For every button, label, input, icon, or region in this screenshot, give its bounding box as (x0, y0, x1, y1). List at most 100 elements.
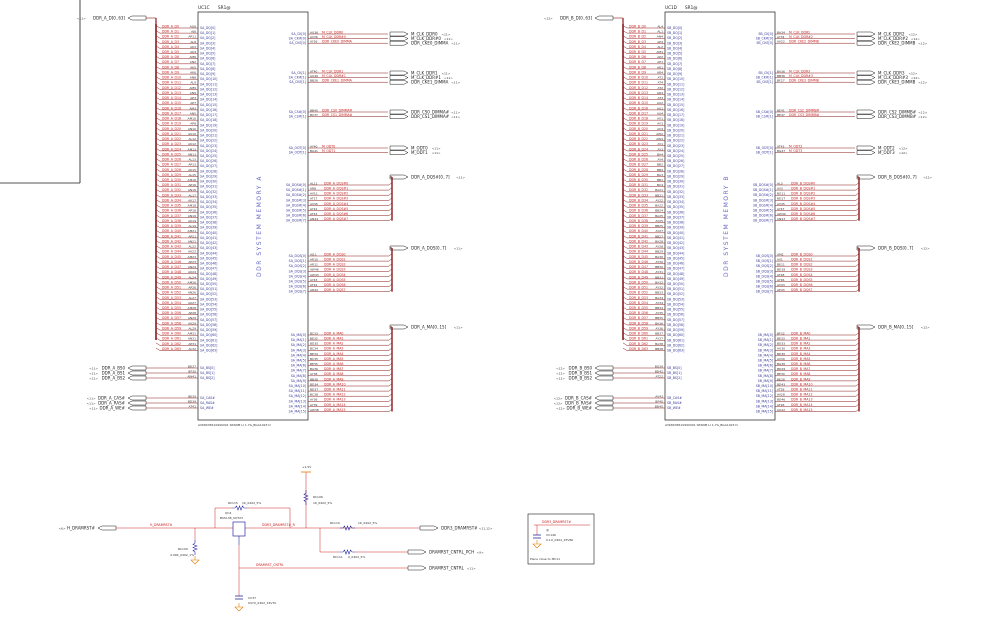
dq-net: DDR_B_D43 (629, 245, 648, 249)
dq-pin-number: AK3 (190, 45, 196, 49)
odt-1-port-label: M_ODT3 (878, 150, 895, 155)
dq-net: DDR_B_D35 (629, 204, 648, 208)
address-net: DDR_B_MA13 (791, 398, 813, 402)
dq-bus-entry (622, 66, 628, 70)
dq-pin-label: SB_DQ[25] (667, 154, 684, 158)
dq-net: DDR_B_D6 (629, 55, 646, 59)
dq-bus-entry (622, 271, 628, 274)
dqs-n-pin-label: SA_DQS#[3] (286, 198, 306, 202)
dq-pin-number: AK19 (188, 219, 196, 223)
rc111-ref: RC111 (333, 555, 343, 559)
dq-bus-entry (155, 25, 161, 29)
bus-in-port (594, 15, 614, 21)
dq-pin-number: AN24 (188, 265, 196, 269)
command-pin-label: SA_CAS# (200, 396, 215, 400)
dq-pin-number: AR3 (657, 91, 663, 95)
dq-bus-entry (155, 86, 161, 90)
dq-net: DDR_B_D32 (629, 188, 648, 192)
dq-pin-number: BB21 (655, 193, 663, 197)
dq-pin-label: SA_DQ[11] (200, 82, 217, 86)
odt-0-port-label: M_ODT0 (411, 145, 428, 150)
address-pin-label: SA_MA[3] (291, 348, 306, 352)
dq-bus-entry (155, 137, 161, 141)
dq-bus-entry (622, 76, 628, 80)
dq-pin-label: SA_DQ[35] (200, 205, 217, 209)
dq-pin-label: SA_DQ[18] (200, 118, 217, 122)
chip-select-pin-label: SB_CS#[1] (756, 115, 773, 119)
dqs-n-pin-label: SB_DQS#[2] (753, 193, 773, 197)
dq-pin-number: AP31 (188, 342, 196, 346)
dq-bus-entry (155, 189, 161, 193)
dqs-p-pin-number: AV1 (777, 258, 783, 262)
odt-0-port-tag: <12> (899, 146, 908, 150)
command-2-port (594, 405, 614, 411)
dq-pin-label: SB_DQ[6] (667, 57, 682, 61)
dq-bus-entry (155, 71, 161, 75)
dq-pin-label: SB_DQ[50] (667, 282, 684, 286)
dq-pin-label: SA_DQ[14] (200, 98, 217, 102)
dq-bus-entry (622, 199, 628, 203)
clock1-0-port (389, 70, 409, 76)
dq-bus-entry (155, 230, 161, 234)
bank-select-0-port (594, 365, 614, 371)
bank-select-1-port-label: DDR_A_BS1 (102, 370, 126, 375)
address-pin-label: SB_MA[2] (758, 343, 773, 347)
dq-pin-number: AY22 (656, 198, 664, 202)
dq-pin-number: AP28 (188, 311, 196, 315)
odt-pin-label: SB_ODT[1] (756, 151, 773, 155)
dq-bus-entry (622, 91, 628, 95)
dqs-p-pin-number: AJ11 (310, 252, 317, 256)
address-net: DDR_B_MA7 (791, 367, 810, 371)
chip-select-net: DDR_CS0_DIMMA# (322, 108, 353, 112)
bank-select-pin-label: SB_BS[1] (667, 371, 681, 375)
dq-pin-label: SB_DQ[40] (667, 231, 684, 235)
clock0-1-port (389, 36, 409, 41)
dq-bus-entry (155, 250, 161, 254)
cc37-ref: CC37 (248, 596, 256, 600)
dqs-n-net: DDR_A_DQS#0 (324, 181, 348, 185)
dqs-n-pin-label: SA_DQS#[0] (286, 183, 306, 187)
dq-bus-entry (155, 306, 161, 310)
command-1-port-label: DDR_B_RAS# (565, 400, 593, 405)
dq-pin-number: BB35 (655, 316, 663, 320)
address-pin-label: SA_MA[2] (291, 343, 306, 347)
bank-select-2-port-label: DDR_B_BS2 (569, 375, 593, 380)
dq-net: DDR_A_D59 (162, 326, 181, 330)
address-pin-label: SB_MA[0] (758, 333, 773, 337)
address-pin-label: SB_MA[7] (758, 369, 773, 373)
dq-pin-number: AP2 (657, 55, 663, 59)
ddr-reset-net: DDR3_DRAMRST#_R (262, 523, 296, 527)
dqs-n-pin-label: SA_DQS#[6] (286, 214, 306, 218)
dq-bus-entry (622, 286, 628, 290)
dq-bus-entry (622, 61, 628, 65)
cc146-mark: @ (546, 528, 549, 532)
bank-select-pin-number: AW41 (187, 374, 196, 378)
dqs-n-port (389, 174, 409, 180)
dq-bus-entry (622, 194, 628, 198)
dqs-p-net: DDR_A_DQS6 (324, 283, 346, 287)
command-pin-number: BD39 (188, 399, 196, 403)
address-pin-label: SA_MA[12] (289, 394, 306, 398)
dq-pin-number: BB24 (655, 209, 663, 213)
dq-pin-number: AN21 (188, 239, 196, 243)
dq-net: DDR_A_D48 (162, 270, 181, 274)
dq-pin-number: AP11 (188, 35, 196, 39)
dqs-p-pin-number: AY43 (310, 278, 318, 282)
odt-0-port-tag: <11> (432, 146, 441, 150)
command-1-port-label: DDR_A_RAS# (98, 400, 126, 405)
clock1-net: M_CLK_DDR#3 (789, 74, 813, 78)
dq-bus-entry (622, 112, 628, 116)
dq-net: DDR_A_D3 (162, 40, 179, 44)
dq-pin-number: BB37 (655, 332, 663, 336)
dq-net: DDR_B_D30 (629, 178, 648, 182)
dq-pin-number: AN5 (190, 111, 196, 115)
address-pin-number: AY39 (310, 403, 318, 407)
dqs-n-pin-number: AR8 (310, 187, 316, 191)
address-pin-number: BE28 (777, 377, 785, 381)
dqs-p-pin-label: SB_DQS[4] (756, 274, 773, 278)
dq-pin-label: SB_DQ[58] (667, 323, 684, 327)
dq-net: DDR_A_D42 (162, 239, 181, 243)
dq-bus-entry (155, 327, 161, 331)
dq-net: DDR_A_D57 (162, 316, 181, 320)
dqs-p-port-label: DDR_A_DQS[0..7] (411, 245, 447, 250)
